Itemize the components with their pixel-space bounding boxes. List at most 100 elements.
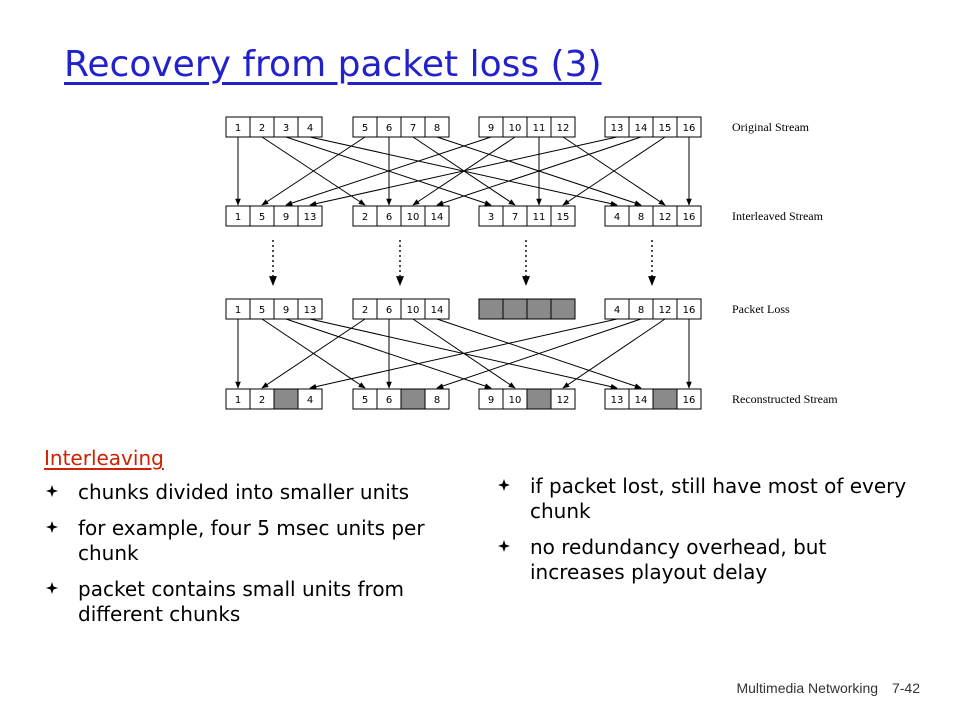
cell-number: 11 <box>533 212 546 223</box>
diamond-bullet-icon <box>498 540 510 552</box>
cell-number: 13 <box>611 123 624 134</box>
mapping-arrow <box>261 136 366 206</box>
cell-number: 4 <box>307 123 313 134</box>
stream-cell <box>676 388 702 410</box>
diamond-bullet-icon <box>46 485 58 497</box>
mapping-arrow <box>261 318 366 389</box>
cell-number: 12 <box>659 305 672 316</box>
cell-number: 8 <box>638 212 644 223</box>
cell-number: 9 <box>283 212 289 223</box>
mapping-arrow <box>562 318 666 389</box>
lost-cell <box>526 298 552 320</box>
lost-cell <box>273 388 299 410</box>
page-number: 7-42 <box>891 680 920 696</box>
bullet-text: chunks divided into smaller units <box>78 480 410 504</box>
lost-cell <box>502 298 528 320</box>
cell-number: 7 <box>512 212 518 223</box>
cell-number: 16 <box>683 212 696 223</box>
stream-cell <box>297 116 323 138</box>
bullet-text: if packet lost, still have most of every… <box>530 474 907 523</box>
cell-number: 14 <box>431 305 444 316</box>
cell-number: 6 <box>386 395 392 406</box>
bullet-item: no redundancy overhead, but increases pl… <box>496 535 916 585</box>
cell-number: 7 <box>410 123 416 134</box>
stream-cell <box>424 298 450 320</box>
stream-cell <box>424 205 450 227</box>
stream-cell <box>424 388 450 410</box>
cell-number: 9 <box>283 305 289 316</box>
footer-section: Multimedia Networking <box>736 680 879 696</box>
stream-cell <box>676 116 702 138</box>
cell-number: 6 <box>386 212 392 223</box>
cell-number: 15 <box>557 212 570 223</box>
row-label: Original Stream <box>732 120 810 134</box>
cell-number: 5 <box>259 212 265 223</box>
lost-cell <box>526 388 552 410</box>
cell-number: 1 <box>235 123 241 134</box>
cell-number: 1 <box>235 395 241 406</box>
stream-cell <box>676 298 702 320</box>
stream-cell <box>297 205 323 227</box>
mapping-arrow <box>562 136 666 206</box>
interleaving-notes: if packet lost, still have most of every… <box>496 474 916 596</box>
row-label: Reconstructed Stream <box>732 392 838 406</box>
cell-number: 13 <box>304 212 317 223</box>
cell-number: 9 <box>488 123 494 134</box>
bullet-item: packet contains small units from differe… <box>44 577 434 627</box>
slide-footer: Multimedia Networking 7-42 <box>736 680 920 696</box>
right-bullet-list: if packet lost, still have most of every… <box>496 474 916 585</box>
cell-number: 6 <box>386 305 392 316</box>
stream-cell <box>550 116 576 138</box>
cell-number: 11 <box>533 123 546 134</box>
cell-number: 16 <box>683 305 696 316</box>
cell-number: 5 <box>362 395 368 406</box>
mapping-arrow <box>436 136 642 206</box>
cell-number: 8 <box>434 123 440 134</box>
bullet-item: for example, four 5 msec units per chunk <box>44 516 434 566</box>
diamond-bullet-icon <box>498 479 510 491</box>
cell-number: 2 <box>259 123 265 134</box>
cell-number: 12 <box>659 212 672 223</box>
cell-number: 13 <box>304 305 317 316</box>
bullet-text: packet contains small units from differe… <box>78 577 405 626</box>
cell-number: 10 <box>509 123 522 134</box>
row-label: Interleaved Stream <box>732 209 824 223</box>
cell-number: 15 <box>659 123 672 134</box>
left-bullet-list: chunks divided into smaller units for ex… <box>44 480 434 627</box>
cell-number: 5 <box>259 305 265 316</box>
interleaving-section: Interleaving chunks divided into smaller… <box>44 446 434 638</box>
bullet-item: if packet lost, still have most of every… <box>496 474 916 524</box>
diamond-bullet-icon <box>46 582 58 594</box>
cell-number: 16 <box>683 123 696 134</box>
cell-number: 14 <box>431 212 444 223</box>
cell-number: 1 <box>235 212 241 223</box>
cell-number: 8 <box>434 395 440 406</box>
cell-number: 16 <box>683 395 696 406</box>
arrows-layer <box>235 136 692 390</box>
interleaving-heading: Interleaving <box>44 446 164 470</box>
lost-cell <box>550 298 576 320</box>
cell-number: 5 <box>362 123 368 134</box>
mapping-arrow <box>309 318 618 390</box>
cell-number: 14 <box>635 123 648 134</box>
cell-number: 4 <box>614 212 620 223</box>
cell-number: 8 <box>638 305 644 316</box>
row-label: Packet Loss <box>732 302 790 316</box>
stream-cell <box>297 388 323 410</box>
mapping-arrow <box>436 318 642 389</box>
stream-cell <box>550 205 576 227</box>
cell-number: 10 <box>407 305 420 316</box>
mapping-arrow <box>285 136 492 206</box>
cell-number: 4 <box>614 305 620 316</box>
cell-number: 10 <box>407 212 420 223</box>
cell-number: 4 <box>307 395 313 406</box>
cell-number: 2 <box>362 212 368 223</box>
cell-number: 6 <box>386 123 392 134</box>
cell-number: 3 <box>283 123 289 134</box>
stream-cell <box>424 116 450 138</box>
stream-cell <box>297 298 323 320</box>
cell-number: 14 <box>635 395 648 406</box>
